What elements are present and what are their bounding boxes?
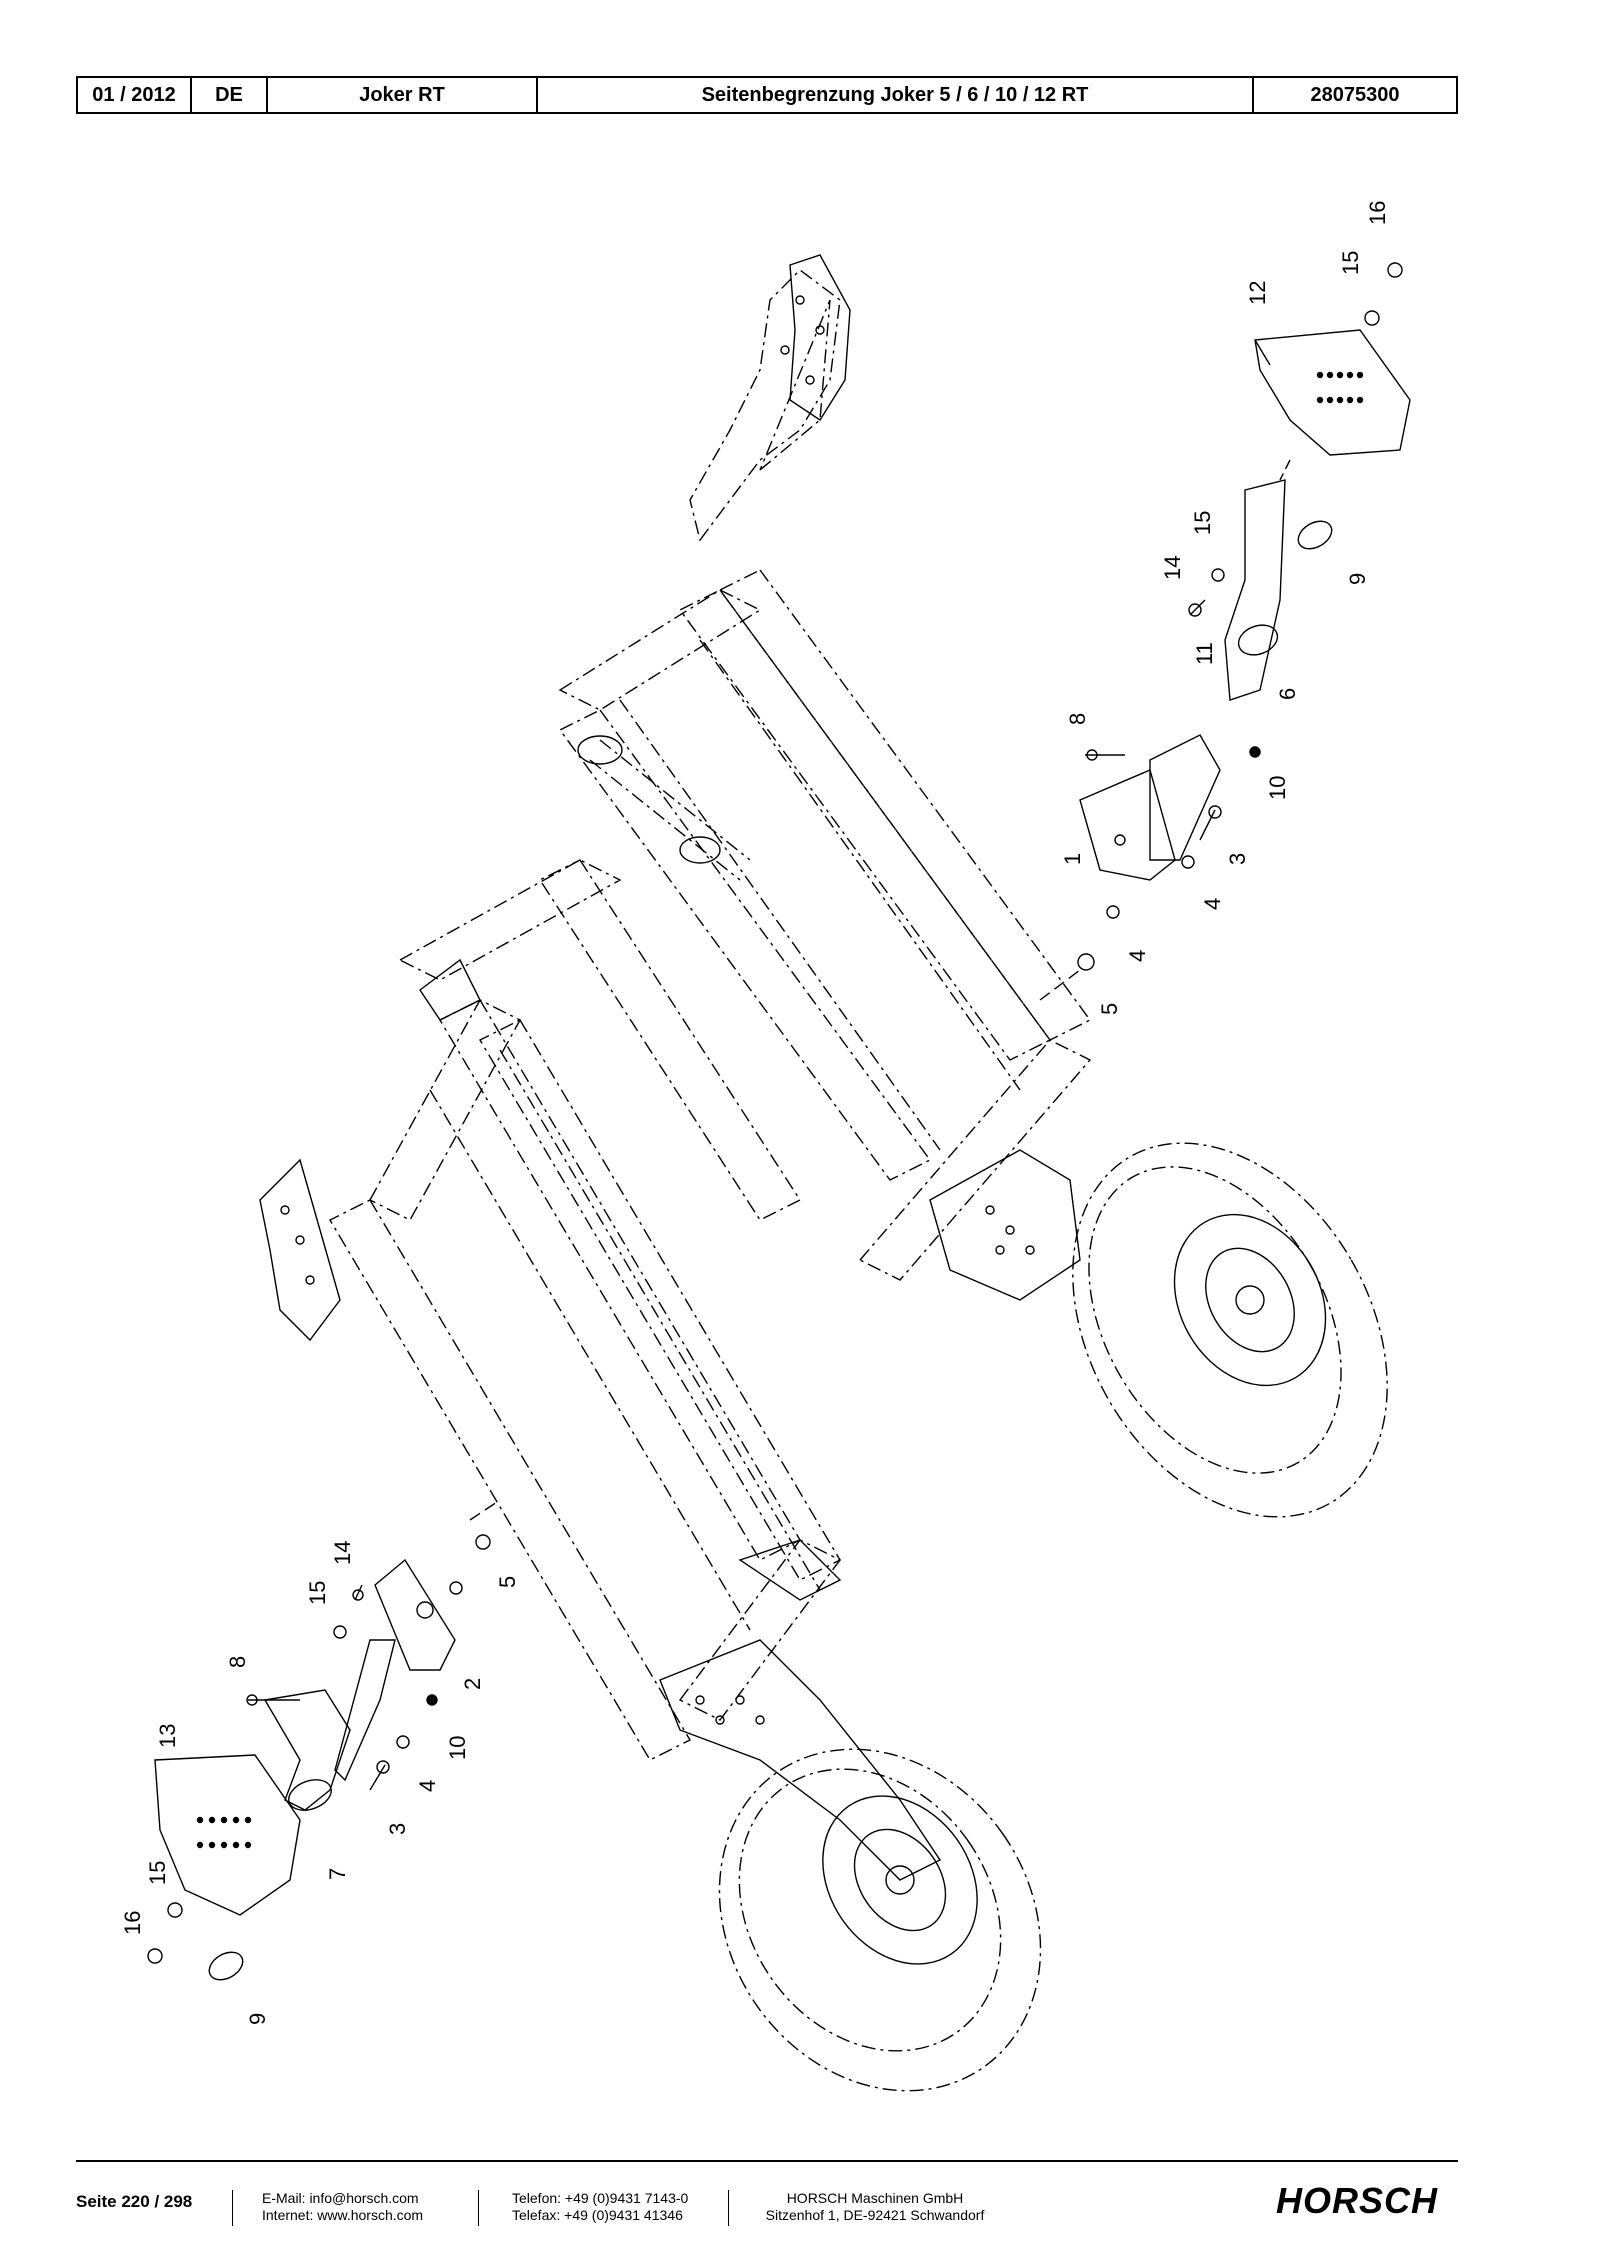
part-3-bolt-left [369, 1760, 390, 1791]
callout-8-right: 8 [1065, 713, 1090, 725]
callout-2: 2 [460, 1678, 485, 1690]
part-15-nut-left-mid [333, 1625, 347, 1639]
part-8-bolt-left [246, 1694, 300, 1706]
part-1-housing [1079, 734, 1221, 881]
part-12-plate [1254, 329, 1411, 456]
callout-6: 6 [1275, 688, 1300, 700]
part-14-bolt-left [352, 1584, 364, 1601]
callout-11: 11 [1192, 642, 1217, 665]
header-part-number: 28075300 [1310, 83, 1400, 106]
part-9-ring-left [208, 1951, 244, 1981]
callout-3-right: 3 [1225, 853, 1250, 865]
callout-10-right: 10 [1265, 776, 1290, 800]
callout-8-left: 8 [225, 1656, 250, 1668]
callout-12: 12 [1245, 281, 1270, 305]
footer-email[interactable]: E-Mail: info@horsch.com [262, 2190, 419, 2206]
part-10-nut-right [1249, 746, 1261, 758]
callout-16-left-low: 16 [120, 1911, 145, 1935]
left-bracket [259, 958, 481, 1342]
part-10-nut-left [426, 1694, 438, 1706]
wheel-right-mount [929, 1149, 1081, 1301]
callout-5-left: 5 [495, 1576, 520, 1588]
part-6-arm [1224, 479, 1286, 701]
callout-1: 1 [1060, 853, 1085, 865]
callout-15-left-mid: 15 [305, 1581, 330, 1605]
part-16-nut-top [1387, 262, 1403, 278]
part-9-ring-right [1297, 520, 1333, 550]
callout-13: 13 [155, 1724, 180, 1748]
callout-15-top: 15 [1338, 251, 1363, 275]
top-bracket [780, 254, 851, 421]
header-date: 01 / 2012 [78, 78, 192, 112]
part-13-plate [154, 1754, 301, 1916]
footer-separator [728, 2190, 729, 2226]
part-4-washer-left-low [396, 1735, 410, 1749]
header-title: Seitenbegrenzung Joker 5 / 6 / 10 / 12 R… [538, 78, 1254, 112]
callout-14-left: 14 [330, 1541, 355, 1565]
header-model: Joker RT [268, 78, 538, 112]
part-8-bolt-right [1085, 749, 1125, 761]
part-16-nut-left-low [147, 1948, 163, 1964]
footer-divider [76, 2160, 1458, 2162]
brand-logo: HORSCH [1276, 2180, 1439, 2221]
part-3-bolt-right [1199, 805, 1222, 841]
wheel-left-hub [822, 1795, 978, 1965]
part-5-nut-right [1077, 953, 1095, 971]
callout-15-left-low: 15 [145, 1861, 170, 1885]
part-4-washer-right-a [1181, 855, 1195, 869]
footer-internet[interactable]: Internet: www.horsch.com [262, 2207, 424, 2223]
part-15-nut-left-low [167, 1902, 183, 1918]
wheel-left [718, 1748, 1042, 2092]
callout-4-right-a: 4 [1200, 898, 1225, 910]
frame-right-outline [558, 569, 1092, 1281]
frame-left-outline [329, 859, 842, 1761]
part-15-nut-top [1364, 310, 1380, 326]
page-number: Seite 220 / 298 [76, 2192, 193, 2211]
part-15-nut-mid [1211, 568, 1225, 582]
wheel-right-hub [1173, 1213, 1327, 1387]
footer-separator [232, 2190, 233, 2226]
callout-3-left: 3 [385, 1823, 410, 1835]
header-table: 01 / 2012 DE Joker RT Seitenbegrenzung J… [76, 76, 1458, 114]
part-2-housing [374, 1558, 456, 1671]
callout-9-right: 9 [1345, 573, 1370, 585]
callout-4-left: 4 [415, 1780, 440, 1792]
frame-top-arm [689, 269, 841, 542]
callout-14-right: 14 [1160, 556, 1185, 580]
wheel-right [1072, 1142, 1388, 1518]
exploded-parts-drawing: 16 15 12 15 9 14 11 6 8 10 1 3 4 4 5 14 … [120, 201, 1411, 2092]
footer-contact-phone: Telefon: +49 (0)9431 7143-0 Telefax: +49… [512, 2190, 688, 2224]
footer-fax: Telefax: +49 (0)9431 41346 [512, 2207, 683, 2223]
callout-15-mid: 15 [1190, 511, 1215, 535]
callout-5-right: 5 [1097, 1003, 1122, 1015]
part-5-nut-left [475, 1534, 491, 1550]
callout-16-top: 16 [1365, 201, 1390, 225]
callout-4-right-b: 4 [1125, 950, 1150, 962]
callout-7: 7 [325, 1868, 350, 1880]
footer-company: HORSCH Maschinen GmbH [786, 2190, 964, 2206]
part-7-arm [263, 1639, 396, 1811]
hydraulic-cylinder [577, 735, 751, 881]
callout-10-left: 10 [445, 1736, 470, 1760]
part-4-washer-right-b [1106, 905, 1120, 919]
header-language: DE [192, 78, 268, 112]
wheel-left-mount [659, 1539, 942, 1881]
footer-company-block: HORSCH Maschinen GmbH Sitzenhof 1, DE-92… [760, 2190, 990, 2224]
callout-9-left: 9 [245, 2013, 270, 2025]
footer-contact-web: E-Mail: info@horsch.com Internet: www.ho… [262, 2190, 423, 2224]
footer-separator [478, 2190, 479, 2226]
part-4-washer-left-top [449, 1581, 463, 1595]
footer-address: Sitzenhof 1, DE-92421 Schwandorf [765, 2207, 985, 2223]
part-14-bolt [1188, 599, 1206, 617]
footer-phone: Telefon: +49 (0)9431 7143-0 [512, 2190, 689, 2206]
